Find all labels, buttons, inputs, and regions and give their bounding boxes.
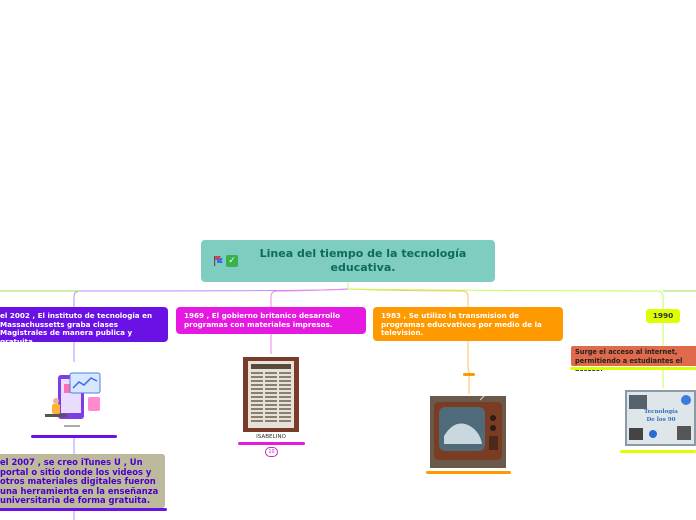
checkmark-icon: ✓ [226, 255, 238, 267]
note-underline-1990 [570, 367, 696, 370]
image-underline-1990 [620, 450, 696, 453]
note-2007[interactable]: el 2007 , se creo iTunes U , Un portal o… [0, 454, 165, 508]
branch-2002-text: el 2002 , El instituto de tecnologia en … [0, 311, 153, 346]
branch-1990[interactable]: 1990 [646, 309, 680, 323]
central-topic[interactable]: ✓ Linea del tiempo de la tecnología educ… [201, 240, 495, 282]
connector-to-1983 [347, 288, 469, 307]
image-underline-1983 [426, 471, 511, 474]
tech-90s-graphic [627, 392, 694, 444]
branch-2002[interactable]: el 2002 , El instituto de tecnologia en … [0, 307, 168, 346]
note-underline-2007 [0, 508, 167, 511]
connector-to-1990 [347, 288, 664, 309]
tech-90s-label-line2: De los 90 [646, 417, 676, 423]
branch-1983-text: 1983 , Se utilizo la transmision de prog… [381, 311, 542, 338]
tech-90s-label-line1: Tecnología [644, 409, 678, 415]
branch-1983[interactable]: 1983 , Se utilizo la transmision de prog… [373, 307, 563, 341]
connector-1983-down [467, 341, 471, 374]
image-underline-1969 [238, 442, 305, 445]
note-2007-text: el 2007 , se creo iTunes U , Un portal o… [0, 457, 159, 506]
connector-to-2002 [73, 288, 349, 307]
branch-1969[interactable]: 1969 , El gobierno britanico desarrollo … [176, 307, 366, 334]
newspaper-caption: ISABELINO [256, 434, 286, 440]
central-topic-title: Linea del tiempo de la tecnología educat… [259, 247, 467, 274]
image-underline-2002 [31, 435, 117, 438]
comment-count-badge[interactable]: 10 [265, 447, 278, 457]
connector-knob-1983 [463, 373, 475, 376]
newspaper-image[interactable] [243, 357, 299, 432]
tech-90s-image[interactable]: Tecnología De los 90 [625, 390, 696, 446]
flag-icon [214, 256, 223, 266]
root-icons: ✓ [213, 255, 241, 267]
connector-to-1969 [270, 288, 349, 307]
branch-1969-text: 1969 , El gobierno britanico desarrollo … [184, 311, 341, 329]
note-1990[interactable]: Surge el acceso al internet, permitiendo… [571, 346, 696, 373]
branch-1990-text: 1990 [652, 311, 674, 320]
tech-90s-label: Tecnología De los 90 [643, 408, 679, 424]
online-learning-illustration[interactable] [42, 371, 106, 431]
television-image[interactable] [430, 396, 506, 468]
